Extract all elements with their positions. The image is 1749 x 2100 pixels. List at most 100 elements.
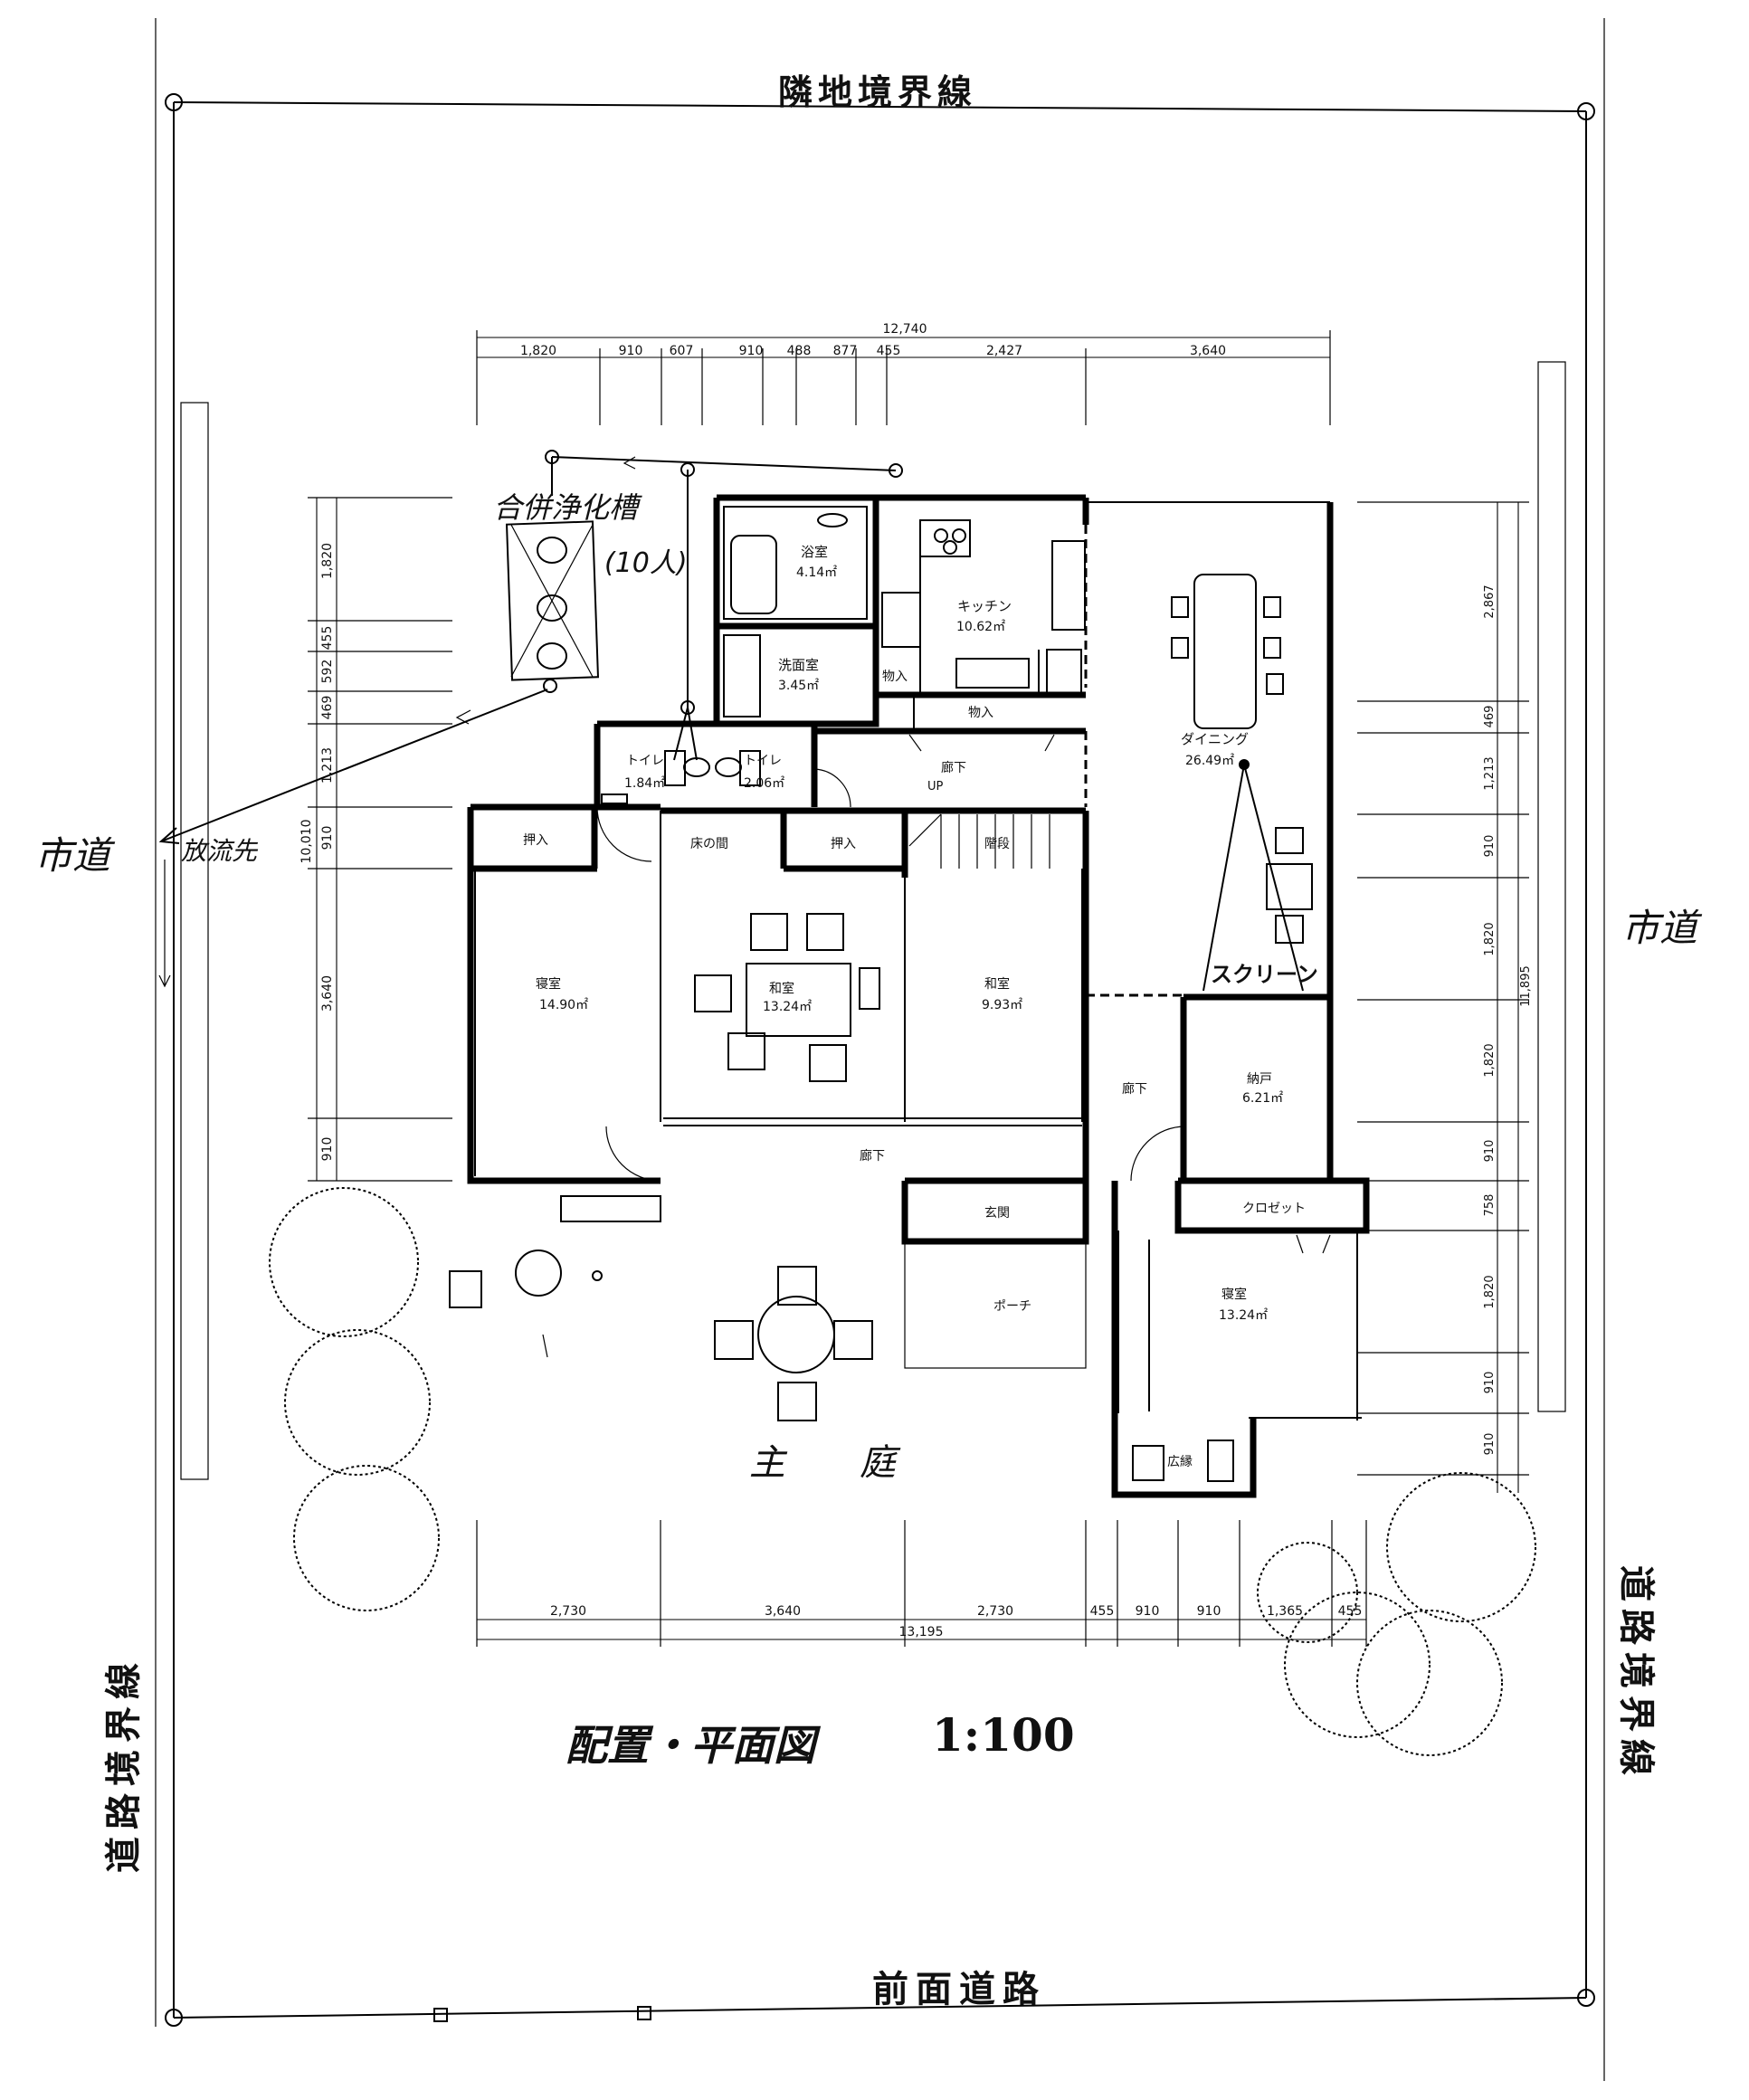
- dim-right: 1,820: [1483, 922, 1497, 955]
- building-walls: [467, 494, 1370, 1498]
- dim-right-total: 11,895: [1519, 965, 1533, 1007]
- screen-label: スクリーン: [1211, 962, 1318, 987]
- dim-bottom: 455: [1338, 1604, 1363, 1619]
- room-toilet-2-area: 2.06㎡: [744, 776, 784, 791]
- boundary-marker: [165, 2009, 183, 2027]
- interior-lines: [474, 506, 1362, 1482]
- dim-top: 3,640: [1190, 344, 1226, 358]
- dim-top: 910: [739, 344, 764, 358]
- dim-right: 469: [1483, 706, 1497, 728]
- boundary-marker: [1577, 102, 1595, 120]
- room-nando: 納戸: [1247, 1072, 1272, 1087]
- room-washroom-area: 3.45㎡: [778, 679, 819, 693]
- dimension-lines: [308, 330, 1529, 1647]
- road-label-right: 市道: [1621, 906, 1703, 950]
- dim-bottom: 2,730: [550, 1604, 586, 1619]
- septic-tank: [158, 450, 903, 844]
- septic-label: 合併浄化槽: [493, 490, 642, 525]
- boundary-marker: [1577, 1989, 1595, 2007]
- dim-top: 488: [787, 344, 812, 358]
- room-toilet-1: トイレ: [626, 754, 664, 768]
- dim-left: 1,820: [320, 543, 335, 579]
- trees: [269, 1187, 1536, 1756]
- dim-right: 910: [1483, 835, 1497, 858]
- dim-left: 910: [320, 826, 335, 850]
- dim-bottom: 3,640: [765, 1604, 801, 1619]
- room-toilet-2: トイレ: [744, 754, 782, 768]
- dim-bottom: 455: [1090, 1604, 1115, 1619]
- room-storage-2: 物入: [968, 706, 993, 720]
- garden-label: 庭: [860, 1442, 901, 1484]
- room-genkan: 玄関: [984, 1205, 1010, 1221]
- outflow-label: 放流先: [181, 836, 259, 866]
- room-bedroom-left-area: 14.90㎡: [539, 998, 588, 1012]
- room-bedroom-right: 寝室: [1221, 1287, 1247, 1302]
- dim-top: 910: [619, 344, 643, 358]
- dim-left-total: 10,010: [299, 820, 314, 864]
- room-bath-area: 4.14㎡: [796, 565, 837, 580]
- drawing-title: 配置・平面図: [566, 1721, 822, 1770]
- room-hall-mid: 廊下: [1122, 1081, 1147, 1097]
- room-oshiire-1: 押入: [523, 833, 548, 848]
- boundary-marker: [165, 93, 183, 111]
- room-kitchen-area: 10.62㎡: [956, 620, 1005, 634]
- dim-left: 455: [320, 626, 335, 651]
- room-bedroom-right-area: 13.24㎡: [1219, 1308, 1268, 1323]
- dim-top: 877: [833, 344, 858, 358]
- drawing-scale: 1:100: [932, 1708, 1075, 1762]
- room-toilet-1-area: 1.84㎡: [624, 776, 665, 791]
- garden-furniture: [449, 1250, 873, 1421]
- dim-right: 910: [1483, 1140, 1497, 1163]
- dim-right: 1,820: [1483, 1043, 1497, 1077]
- room-tokonoma: 床の間: [690, 837, 728, 851]
- dim-bottom: 2,730: [977, 1604, 1013, 1619]
- room-oshiire-2: 押入: [831, 837, 856, 851]
- dim-right: 910: [1483, 1433, 1497, 1456]
- room-hall-up-sub: UP: [927, 780, 944, 793]
- room-storage-1: 物入: [882, 670, 908, 684]
- dim-top-total: 12,740: [883, 322, 927, 337]
- dim-right: 910: [1483, 1372, 1497, 1394]
- dim-top: 2,427: [986, 344, 1022, 358]
- dim-right: 2,867: [1483, 584, 1497, 618]
- room-labels: 浴室 4.14㎡ キッチン 10.62㎡ 物入 物入 洗面室 3.45㎡ トイレ…: [523, 544, 1318, 1484]
- boundary-label-top: 隣地境界線: [778, 71, 977, 112]
- room-kitchen: キッチン: [957, 598, 1012, 614]
- room-nando-area: 6.21㎡: [1242, 1091, 1283, 1106]
- road-marks: [158, 361, 1566, 1480]
- room-bath: 浴室: [801, 544, 828, 560]
- room-hall-up: 廊下: [941, 760, 966, 775]
- room-dining-area: 26.49㎡: [1185, 754, 1234, 768]
- room-hall-bottom: 廊下: [860, 1148, 885, 1164]
- dim-top: 1,820: [520, 344, 556, 358]
- room-porch: ポーチ: [993, 1299, 1031, 1314]
- site-boundary: [155, 18, 1605, 2081]
- dim-left: 469: [320, 696, 335, 720]
- dim-bottom: 1,365: [1267, 1604, 1303, 1619]
- boundary-label-bottom: 前面道路: [872, 1968, 1046, 2010]
- dim-bottom-total: 13,195: [899, 1625, 944, 1639]
- room-washitsu-2: 和室: [984, 976, 1010, 992]
- room-closet: クロゼット: [1242, 1202, 1306, 1216]
- dim-right: 758: [1483, 1194, 1497, 1217]
- room-washitsu-2-area: 9.93㎡: [982, 998, 1022, 1012]
- garden-label: 主: [749, 1442, 788, 1484]
- dim-left: 3,640: [320, 975, 335, 1012]
- dim-bottom: 910: [1197, 1604, 1221, 1619]
- room-bedroom-left: 寝室: [536, 976, 561, 992]
- road-label-left: 市道: [34, 833, 116, 878]
- room-washitsu-1-area: 13.24㎡: [763, 1000, 812, 1014]
- room-washroom: 洗面室: [778, 657, 819, 673]
- dim-top: 607: [670, 344, 694, 358]
- room-dining: ダイニング: [1181, 731, 1249, 747]
- room-stairs: 階段: [984, 837, 1010, 851]
- dim-top: 455: [877, 344, 901, 358]
- dim-bottom: 910: [1136, 1604, 1160, 1619]
- staircase: [908, 813, 1050, 869]
- room-hiroen: 広縁: [1167, 1455, 1193, 1469]
- dim-right: 1,213: [1483, 756, 1497, 790]
- boundary-label-right: 道路境界線: [1615, 1565, 1658, 1782]
- dim-left: 592: [320, 660, 335, 684]
- dim-right: 1,820: [1483, 1275, 1497, 1308]
